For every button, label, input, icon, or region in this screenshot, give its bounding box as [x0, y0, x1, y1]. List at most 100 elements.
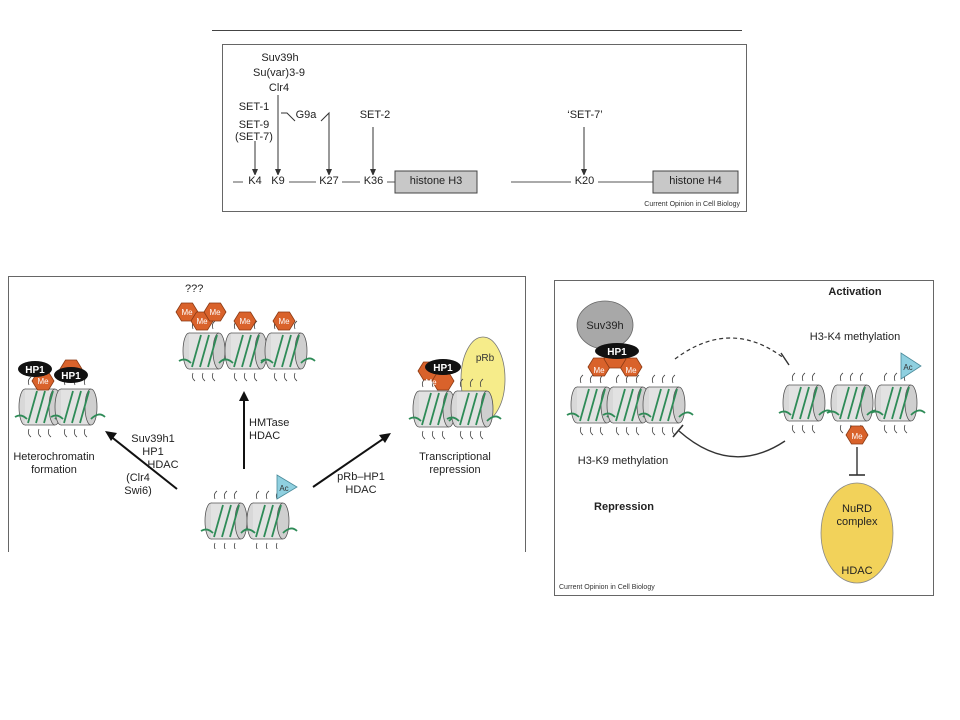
right-me-text-1: Me [425, 378, 437, 387]
question-marks: ??? [185, 283, 204, 295]
label-set7-quoted: ‘SET-7’ [567, 109, 603, 121]
suv39h-text: Suv39h [586, 320, 623, 332]
solid-arrow-bar [672, 424, 684, 438]
left-outcome-line-1: Heterochromatin [13, 451, 95, 463]
right-nucleosome-2 [826, 372, 882, 434]
prb-text: pRb [476, 353, 495, 364]
left-hp1-text-2: HP1 [61, 371, 81, 382]
left-enzyme-4: (Clr4 [126, 472, 150, 484]
panel-c-caption: Current Opinion in Cell Biology [559, 584, 655, 591]
nurd-blob [820, 482, 894, 584]
bottom-ac-flag [276, 474, 298, 500]
residue-k20: K20 [571, 175, 598, 188]
right-outcome-line-2: repression [429, 464, 481, 476]
right-enzyme-2: HDAC [345, 484, 377, 496]
h3k9-label: H3-K9 methylation [577, 455, 669, 467]
label-set7-paren: (SET-7) [235, 131, 273, 143]
arrowhead-k20 [581, 169, 587, 176]
left-enzyme-1: Suv39h1 [131, 433, 175, 445]
right-me-text: Me [851, 432, 863, 441]
label-suv39h: Suv39h [261, 52, 299, 64]
label-g9a: G9a [295, 109, 317, 121]
arrowhead-right [379, 433, 391, 443]
residue-k36: K36 [360, 175, 387, 188]
activation-repression-panel: Suv39h HP1 Me Me Me Ac Activation H3-K4 … [554, 280, 934, 596]
right-nucleosome-1 [778, 372, 834, 434]
chromatin-outcomes-diagram: Me Me Me Me Me Me HP1 HP1 Me HP1 pRb Ac [14, 302, 506, 549]
left-hp1-1 [18, 361, 52, 377]
arrowhead-left [105, 431, 117, 441]
center-enzyme-list: HMTase HDAC [249, 417, 309, 443]
right-ac-text: Ac [903, 363, 912, 372]
top-me-text-5: Me [278, 317, 290, 326]
arrowhead-k9 [275, 169, 281, 176]
top-divider-line [212, 30, 742, 31]
h3k4-label: H3-K4 methylation [809, 331, 901, 343]
left-nucleosome-2 [50, 376, 106, 438]
histone-tail-diagram [233, 95, 739, 194]
panel-a-caption: Current Opinion in Cell Biology [644, 201, 740, 208]
dashed-arrow-bar [780, 352, 790, 366]
nurd-line-2: complex [836, 516, 878, 528]
arrowhead-top [239, 391, 249, 401]
left-me-text-2: Me [625, 366, 637, 375]
right-outcome: Transcriptional repression [407, 451, 503, 477]
residue-k9: K9 [267, 175, 289, 188]
residue-k27: K27 [316, 175, 342, 188]
left-hp1-2 [54, 367, 88, 383]
left-outcome: Heterochromatin formation [9, 451, 99, 477]
dashed-arrow [674, 337, 786, 360]
left-hp1-text-1: HP1 [25, 365, 45, 376]
right-enzyme-list: pRb–HP1 HDAC [329, 471, 393, 497]
center-enzyme-1: HMTase [249, 417, 290, 429]
right-ac-flag [900, 352, 922, 380]
histone-h3-label: histone H3 [409, 175, 463, 187]
top-me-text-4: Me [239, 317, 251, 326]
nurd-hdac-label: HDAC [841, 565, 873, 577]
histone-h4-label: histone H4 [669, 175, 722, 187]
chromatin-outcomes-panel: Me Me Me Me Me Me HP1 HP1 Me HP1 pRb Ac … [8, 276, 526, 552]
center-enzyme-2: HDAC [249, 430, 281, 442]
left-enzyme-list: Suv39h1 HP1 HDAC (Clr4 Swi6) [113, 433, 193, 498]
top-me-text-2: Me [196, 317, 208, 326]
arrowhead-k27 [326, 169, 332, 176]
label-set2: SET-2 [359, 109, 391, 121]
arrow-k27-g9a [320, 111, 330, 173]
nurd-label: NuRD complex [825, 503, 889, 529]
repression-label: Repression [594, 501, 654, 513]
right-outcome-line-1: Transcriptional [419, 451, 491, 463]
left-enzyme-3: HDAC [147, 459, 179, 471]
right-enzyme-1: pRb–HP1 [337, 471, 385, 483]
bottom-ac-text: Ac [279, 484, 288, 493]
arrow-to-right [312, 438, 384, 488]
hp1-blob [595, 343, 639, 359]
residue-k4: K4 [243, 175, 267, 188]
histone-h4-box [652, 170, 739, 194]
right-hp1-text: HP1 [433, 363, 453, 374]
activation-label: Activation [828, 286, 882, 298]
nurd-line-1: NuRD [842, 503, 872, 515]
arrowhead-k4 [252, 169, 258, 176]
activation-repression-diagram: Suv39h HP1 Me Me Me Ac [566, 300, 926, 584]
left-me-text-1: Me [593, 366, 605, 375]
label-suvar3-9: Su(var)3-9 [253, 67, 305, 79]
top-me-text-1: Me [181, 308, 193, 317]
label-set1: SET-1 [238, 101, 270, 113]
label-set9: SET-9 [238, 119, 270, 131]
arrow-g9a-k9 [281, 112, 296, 122]
left-me-text-1: Me [37, 377, 49, 386]
histone-methyltransferase-panel: Suv39h Su(var)3-9 Clr4 SET-1 SET-9 (SET-… [222, 44, 747, 212]
left-nucleosome-3 [638, 374, 694, 436]
right-hp1 [425, 359, 461, 375]
solid-arrow [678, 430, 786, 458]
bottom-nucleosome-2 [242, 490, 298, 549]
label-clr4: Clr4 [268, 82, 290, 94]
right-nucleosome-3 [870, 372, 926, 434]
left-enzyme-2: HP1 [142, 446, 164, 458]
arrow-to-left [108, 434, 178, 490]
arrowhead-k36 [370, 169, 376, 176]
hp1-text: HP1 [607, 347, 627, 358]
left-enzyme-5: Swi6) [124, 485, 152, 497]
top-me-text-3: Me [209, 308, 221, 317]
histone-h3-box [394, 170, 478, 194]
